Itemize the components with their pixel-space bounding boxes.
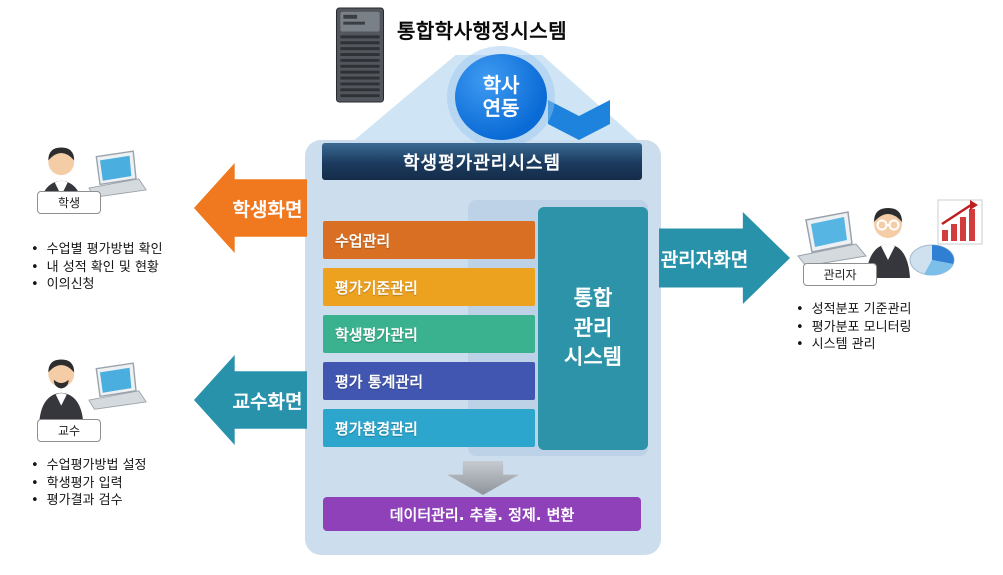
professor-icon [39, 359, 147, 425]
module-environment-management: 평가환경관리 [323, 409, 535, 447]
server-title: 통합학사행정시스템 [397, 19, 568, 43]
admin-name-tag: 관리자 [803, 263, 877, 286]
module-evaluation-management: 학생평가관리 [323, 315, 535, 353]
sync-badge: 학사 연동 [455, 54, 547, 140]
professor-task: 학생평가 입력 [31, 475, 146, 493]
professor-name-tag: 교수 [37, 419, 101, 442]
admin-icon [797, 199, 983, 278]
integration-line1: 통합 [573, 286, 613, 311]
student-task-list: 수업별 평가방법 확인 내 성적 확인 및 현황 이의신청 [31, 241, 163, 294]
server-icon [335, 7, 385, 103]
module-class-management: 수업관리 [323, 221, 535, 259]
student-name-tag: 학생 [37, 191, 101, 214]
admin-screen-arrow: 관리자화면 [659, 212, 790, 304]
professor-screen-arrow: 교수화면 [194, 355, 307, 445]
professor-task-list: 수업평가방법 설정 학생평가 입력 평가결과 검수 [31, 457, 147, 510]
integration-line2: 관리 [573, 315, 613, 340]
system-title: 학생평가관리시스템 [322, 143, 642, 180]
admin-task: 시스템 관리 [796, 336, 911, 354]
student-screen-arrow: 학생화면 [194, 163, 307, 253]
module-statistics-management: 평가 통계관리 [323, 362, 535, 400]
admin-task: 성적분포 기준관리 [796, 301, 912, 319]
student-task: 내 성적 확인 및 현황 [31, 259, 163, 277]
integration-line3: 시스템 [564, 345, 622, 370]
professor-task: 평가결과 검수 [31, 492, 146, 510]
data-pipeline-bar: 데이터관리. 추출. 정제. 변환 [323, 497, 641, 531]
professor-task: 수업평가방법 설정 [31, 457, 147, 475]
student-task: 이의신청 [31, 276, 163, 294]
module-criteria-management: 평가기준관리 [323, 268, 535, 306]
admin-task-list: 성적분포 기준관리 평가분포 모니터링 시스템 관리 [796, 301, 912, 354]
sync-badge-line2: 연동 [482, 96, 520, 120]
integration-block: 통합 관리 시스템 [538, 207, 648, 450]
admin-task: 평가분포 모니터링 [796, 319, 912, 337]
sync-badge-line1: 학사 [482, 73, 520, 97]
student-task: 수업별 평가방법 확인 [31, 241, 163, 259]
